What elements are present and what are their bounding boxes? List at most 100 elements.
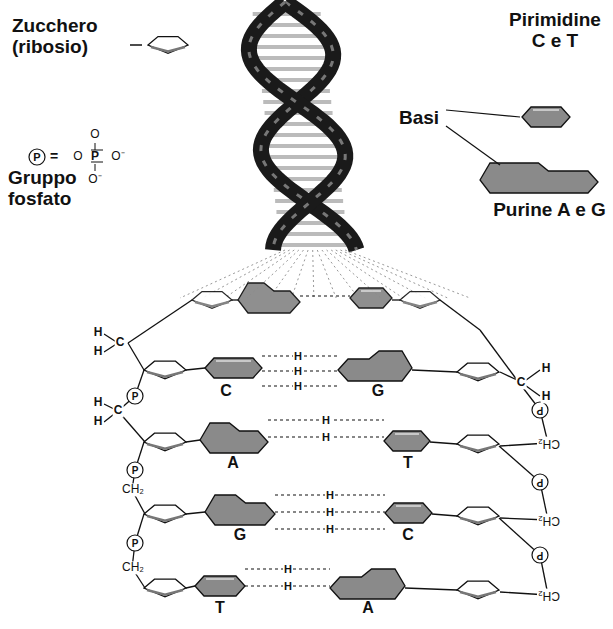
formula-text: P (91, 150, 99, 163)
purine-base (330, 569, 405, 599)
purine-base (330, 569, 405, 599)
formula-text: O (73, 150, 82, 163)
atom-label: H (321, 431, 331, 443)
bond-line (232, 299, 238, 300)
helix-strand (249, 2, 345, 250)
atom-label: C (516, 376, 527, 389)
sugar-ring (457, 363, 499, 381)
sugar-ring (192, 292, 232, 309)
bond-line (255, 34, 323, 38)
sugar-ring (403, 302, 437, 306)
sugar-ring (457, 363, 499, 381)
atom-label: C (113, 404, 124, 417)
sugar-ring (457, 435, 499, 453)
bond-line (280, 243, 348, 247)
bond-line (292, 250, 309, 298)
sugar-ring (151, 47, 185, 51)
bond-line (392, 299, 400, 300)
bond-line (95, 164, 96, 171)
sugar-ring (457, 435, 499, 453)
sugar-ring (460, 518, 496, 523)
atom-label: P (131, 465, 140, 476)
atom-label: H (283, 580, 293, 592)
atom-label: H (293, 380, 303, 392)
formula-text: O (90, 128, 99, 141)
sugar-ring (144, 505, 186, 523)
base-letter: T (215, 599, 225, 617)
bond-line (186, 586, 195, 588)
bond-line (440, 300, 480, 330)
bond-line (128, 343, 144, 370)
atom-label: H (325, 506, 335, 518)
sugar-ring (195, 302, 229, 306)
bond-line (446, 110, 520, 117)
sugar-ring (457, 581, 499, 599)
purine-base (205, 495, 275, 525)
sugar-ring (457, 507, 499, 525)
bond-line (405, 588, 457, 590)
atom-label: P (536, 550, 545, 561)
atom-label: P (536, 405, 545, 416)
atom-label: H (321, 414, 331, 426)
bond-line (336, 250, 426, 298)
purine-base (238, 283, 300, 313)
pyrimidine-base (195, 576, 245, 596)
pyrimidine-base (385, 503, 432, 523)
bond-line (317, 250, 336, 298)
purine-base (205, 495, 275, 525)
base-letter: A (362, 599, 374, 617)
atom-label: CH₂ (121, 561, 145, 574)
bond-line (128, 300, 192, 343)
phosphate-symbol: P (33, 151, 40, 163)
bond-line (130, 44, 142, 46)
sugar-ring (147, 516, 183, 521)
sugar-ring (400, 292, 440, 309)
pyrimidine-base (205, 358, 262, 378)
bond-line (186, 368, 205, 370)
atom-label: CH₂ (537, 436, 561, 449)
atom-label: CH₂ (537, 513, 561, 526)
pyrimidine-base (384, 431, 430, 451)
bond-line (313, 250, 314, 298)
sugar-ring (460, 446, 496, 451)
base-letter: A (227, 454, 239, 472)
pyrimidine-base (195, 576, 245, 596)
sugar-ring (460, 374, 496, 379)
bond-line (327, 250, 381, 298)
atom-label: H (293, 365, 303, 377)
phosphate-circle (127, 388, 143, 404)
sugar-ring (460, 592, 496, 597)
sugar-ring (144, 361, 186, 379)
bond-line (258, 56, 326, 60)
atom-label: P (131, 391, 140, 402)
sugar-ring (457, 581, 499, 599)
base-letter: G (372, 382, 384, 400)
atom-label: C (115, 336, 126, 349)
pyrimidine-base (350, 288, 392, 308)
bond-line (269, 144, 337, 148)
bond-line (271, 166, 339, 170)
pyrimidine-base (216, 360, 251, 362)
base-letter: C (402, 526, 414, 544)
sugar-ring (144, 361, 186, 379)
purine-base (480, 163, 598, 193)
phosphate-circle (29, 149, 45, 165)
sugar-ring (144, 433, 186, 451)
sugar-ring (147, 590, 183, 595)
atom-label: H (93, 396, 104, 409)
bond-line (432, 514, 457, 516)
atom-label: H (325, 489, 335, 501)
bond-line (446, 126, 500, 165)
bond-line (270, 155, 338, 159)
atom-label: H (541, 390, 552, 403)
pyrimidine-base (522, 107, 570, 127)
purine-base (480, 163, 598, 193)
purine-base (338, 351, 412, 381)
bond-line (257, 45, 325, 49)
atom-label: P (536, 477, 545, 488)
purine-label: Purine A e G (492, 200, 607, 221)
purine-base (338, 351, 412, 381)
formula-text: O⁻ (111, 150, 124, 163)
bond-line (186, 512, 205, 514)
